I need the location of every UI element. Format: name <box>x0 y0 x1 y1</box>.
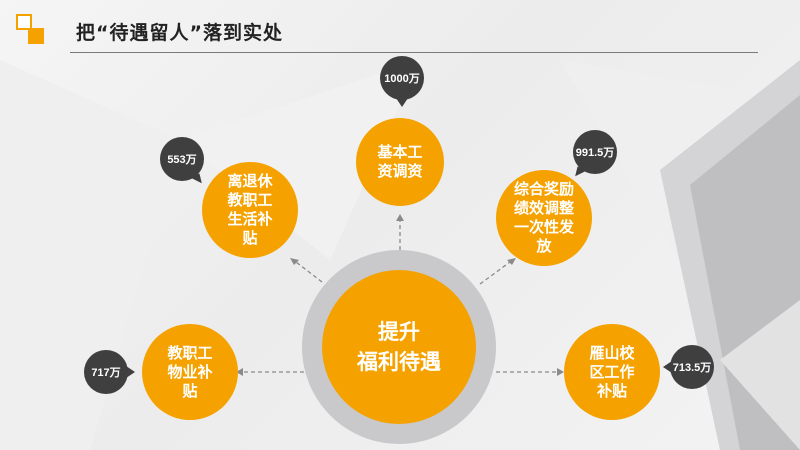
amount-badge-basic-salary: 1000万 <box>380 56 424 107</box>
node-performance-bonus: 综合奖励 绩效调整 一次性发 放 <box>496 170 592 266</box>
arrowhead-left <box>236 368 243 376</box>
hub-line-2: 福利待遇 <box>357 350 441 374</box>
arrowhead-upper-left <box>290 258 299 265</box>
amount-yanshan-subsidy: 713.5万 <box>672 362 712 374</box>
hub-circle: 提升 福利待遇 <box>322 270 476 424</box>
connector-upper-left <box>295 261 323 283</box>
node-retiree-subsidy-label: 离退休 教职工 生活补 贴 <box>227 172 273 247</box>
amount-property-subsidy: 717万 <box>91 367 121 379</box>
node-performance-bonus-label: 综合奖励 绩效调整 一次性发 放 <box>513 180 574 255</box>
node-yanshan-subsidy: 雁山校 区工作 补贴 <box>564 324 660 420</box>
node-retiree-subsidy: 离退休 教职工 生活补 贴 <box>202 162 298 258</box>
connector-upper-right <box>479 261 511 285</box>
amount-badge-yanshan-subsidy: 713.5万 <box>663 345 714 389</box>
hub-line-1: 提升 <box>378 320 420 344</box>
logo-square-outline <box>16 14 32 30</box>
amount-badge-retiree-subsidy: 553万 <box>160 137 204 181</box>
amount-badge-property-subsidy: 717万 <box>84 350 135 394</box>
arrowhead-top <box>396 214 404 221</box>
amount-performance-bonus: 991.5万 <box>575 147 615 159</box>
amount-basic-salary: 1000万 <box>384 73 420 85</box>
node-property-subsidy-label: 教职工 物业补 贴 <box>167 343 213 400</box>
node-yanshan-subsidy-label: 雁山校 区工作 补贴 <box>589 343 635 400</box>
title-divider <box>70 52 758 53</box>
page-title: 把“待遇留人”落到实处 <box>76 22 283 44</box>
node-property-subsidy: 教职工 物业补 贴 <box>142 324 238 420</box>
amount-badge-performance-bonus: 991.5万 <box>573 130 617 174</box>
amount-retiree-subsidy: 553万 <box>167 154 197 166</box>
node-basic-salary: 基本工 资调资 <box>356 118 444 206</box>
arrowhead-right <box>557 368 564 376</box>
arrowhead-upper-right <box>507 258 516 265</box>
node-basic-salary-label: 基本工 资调资 <box>377 143 423 180</box>
logo-square-filled <box>28 28 44 44</box>
